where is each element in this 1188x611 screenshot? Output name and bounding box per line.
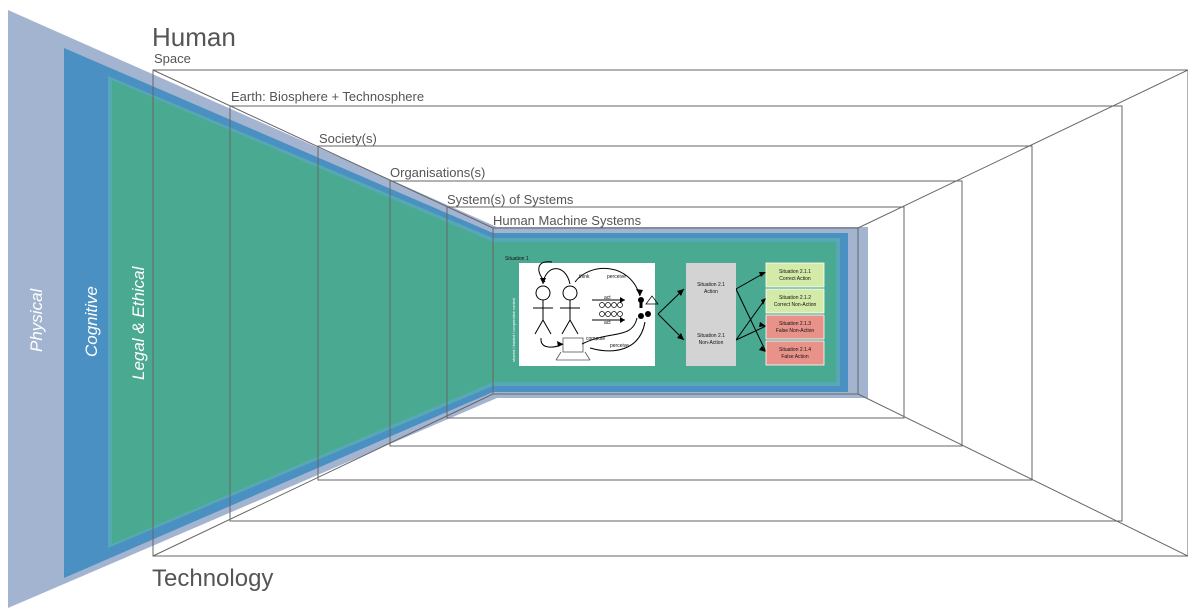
layer-label-sos: System(s) of Systems: [447, 192, 574, 207]
situation-2-1-2-line2: Correct Non-Action: [774, 302, 817, 308]
situation-2-1-1: Situation 2.1.1 Correct Action: [766, 263, 824, 287]
dimension-label-cognitive: Cognitive: [82, 286, 101, 357]
situation-2-1-nonaction-line2: Non-Action: [699, 340, 724, 346]
situation-2-1-1-line1: Situation 2.1.1: [779, 269, 811, 275]
situation-1-side-label: shared / traded / cooperative control: [511, 298, 516, 362]
situation-2-1-nonaction: Situation 2.1 Non-Action: [686, 314, 736, 366]
layer-label-organisations: Organisations(s): [390, 165, 485, 180]
arrow-label-act-2: act: [604, 320, 611, 326]
arrow-label-perceive-bottom: perceive: [610, 343, 629, 349]
situation-2-1-4-line1: Situation 2.1.4: [779, 347, 811, 353]
situation-2-1-3-line1: Situation 2.1.3: [779, 321, 811, 327]
dimension-label-legal: Legal & Ethical: [129, 265, 148, 380]
situation-2-1-4-line2: False Action: [781, 354, 808, 360]
layer-label-society: Society(s): [319, 131, 377, 146]
situation-2-1-4: Situation 2.1.4 False Action: [766, 341, 824, 365]
dimension-label-physical: Physical: [27, 287, 46, 352]
situation-2-1-action-line2: Action: [704, 289, 718, 295]
situation-2-1-3-line2: False Non-Action: [776, 328, 815, 334]
arrow-label-act-1: act: [604, 295, 611, 301]
arrow-label-think: think: [579, 274, 590, 280]
situation-2-1-2: Situation 2.1.2 Correct Non-Action: [766, 289, 824, 313]
layer-label-earth: Earth: Biosphere + Technosphere: [231, 89, 424, 104]
arrow-label-perceive-top: perceive: [607, 274, 626, 280]
situation-2-1-action: Situation 2.1 Action: [686, 263, 736, 316]
axis-top-label: Human: [152, 22, 236, 52]
arrow-label-compute: compute: [586, 336, 605, 342]
axis-bottom-label: Technology: [152, 565, 273, 592]
situation-1-title: Situation 1: [505, 256, 529, 262]
situation-2-1-action-line1: Situation 2.1: [697, 282, 725, 288]
layer-label-hms: Human Machine Systems: [493, 213, 642, 228]
situation-2-1-3: Situation 2.1.3 False Non-Action: [766, 315, 824, 339]
situation-1-panel: Situation 1 shared / traded / cooperativ…: [505, 256, 658, 366]
situation-2-1-1-line2: Correct Action: [779, 276, 811, 282]
layer-label-space: Space: [154, 51, 191, 66]
situation-2-1-2-line1: Situation 2.1.2: [779, 295, 811, 301]
situation-2-1-nonaction-line1: Situation 2.1: [697, 333, 725, 339]
